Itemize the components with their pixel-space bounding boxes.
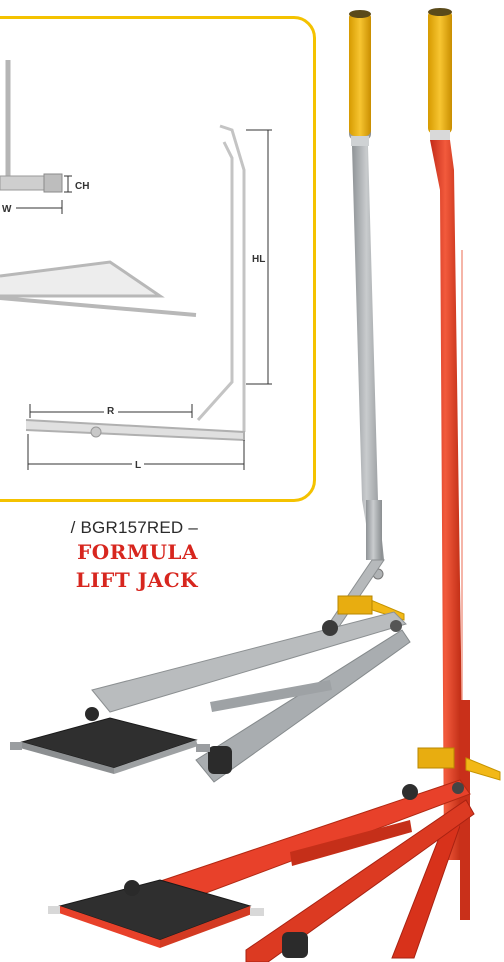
diagram-handle [219,124,246,432]
dim-label-r: R [107,406,115,417]
grey-jack-handle [352,146,384,560]
grey-lift-jack [10,10,411,783]
product-title-line-2: LIFT JACK [75,568,198,592]
red-lift-jack [48,8,501,962]
red-jack-handle [430,140,464,860]
dim-label-ch: CH [75,181,89,192]
diagram-ramp [0,260,165,298]
dim-label-w: W [2,204,12,215]
grey-jack-saddle [20,717,198,769]
red-jack-saddle [58,879,252,941]
product-title-line-1: FORMULA [77,540,198,564]
red-jack-grip [428,10,452,134]
product-code: / BGR157RED – [70,518,198,537]
dim-label-hl: HL [252,254,265,265]
diagram-saddle-cap [43,173,63,193]
diagram-base [25,419,245,442]
dim-label-l: L [135,460,141,471]
